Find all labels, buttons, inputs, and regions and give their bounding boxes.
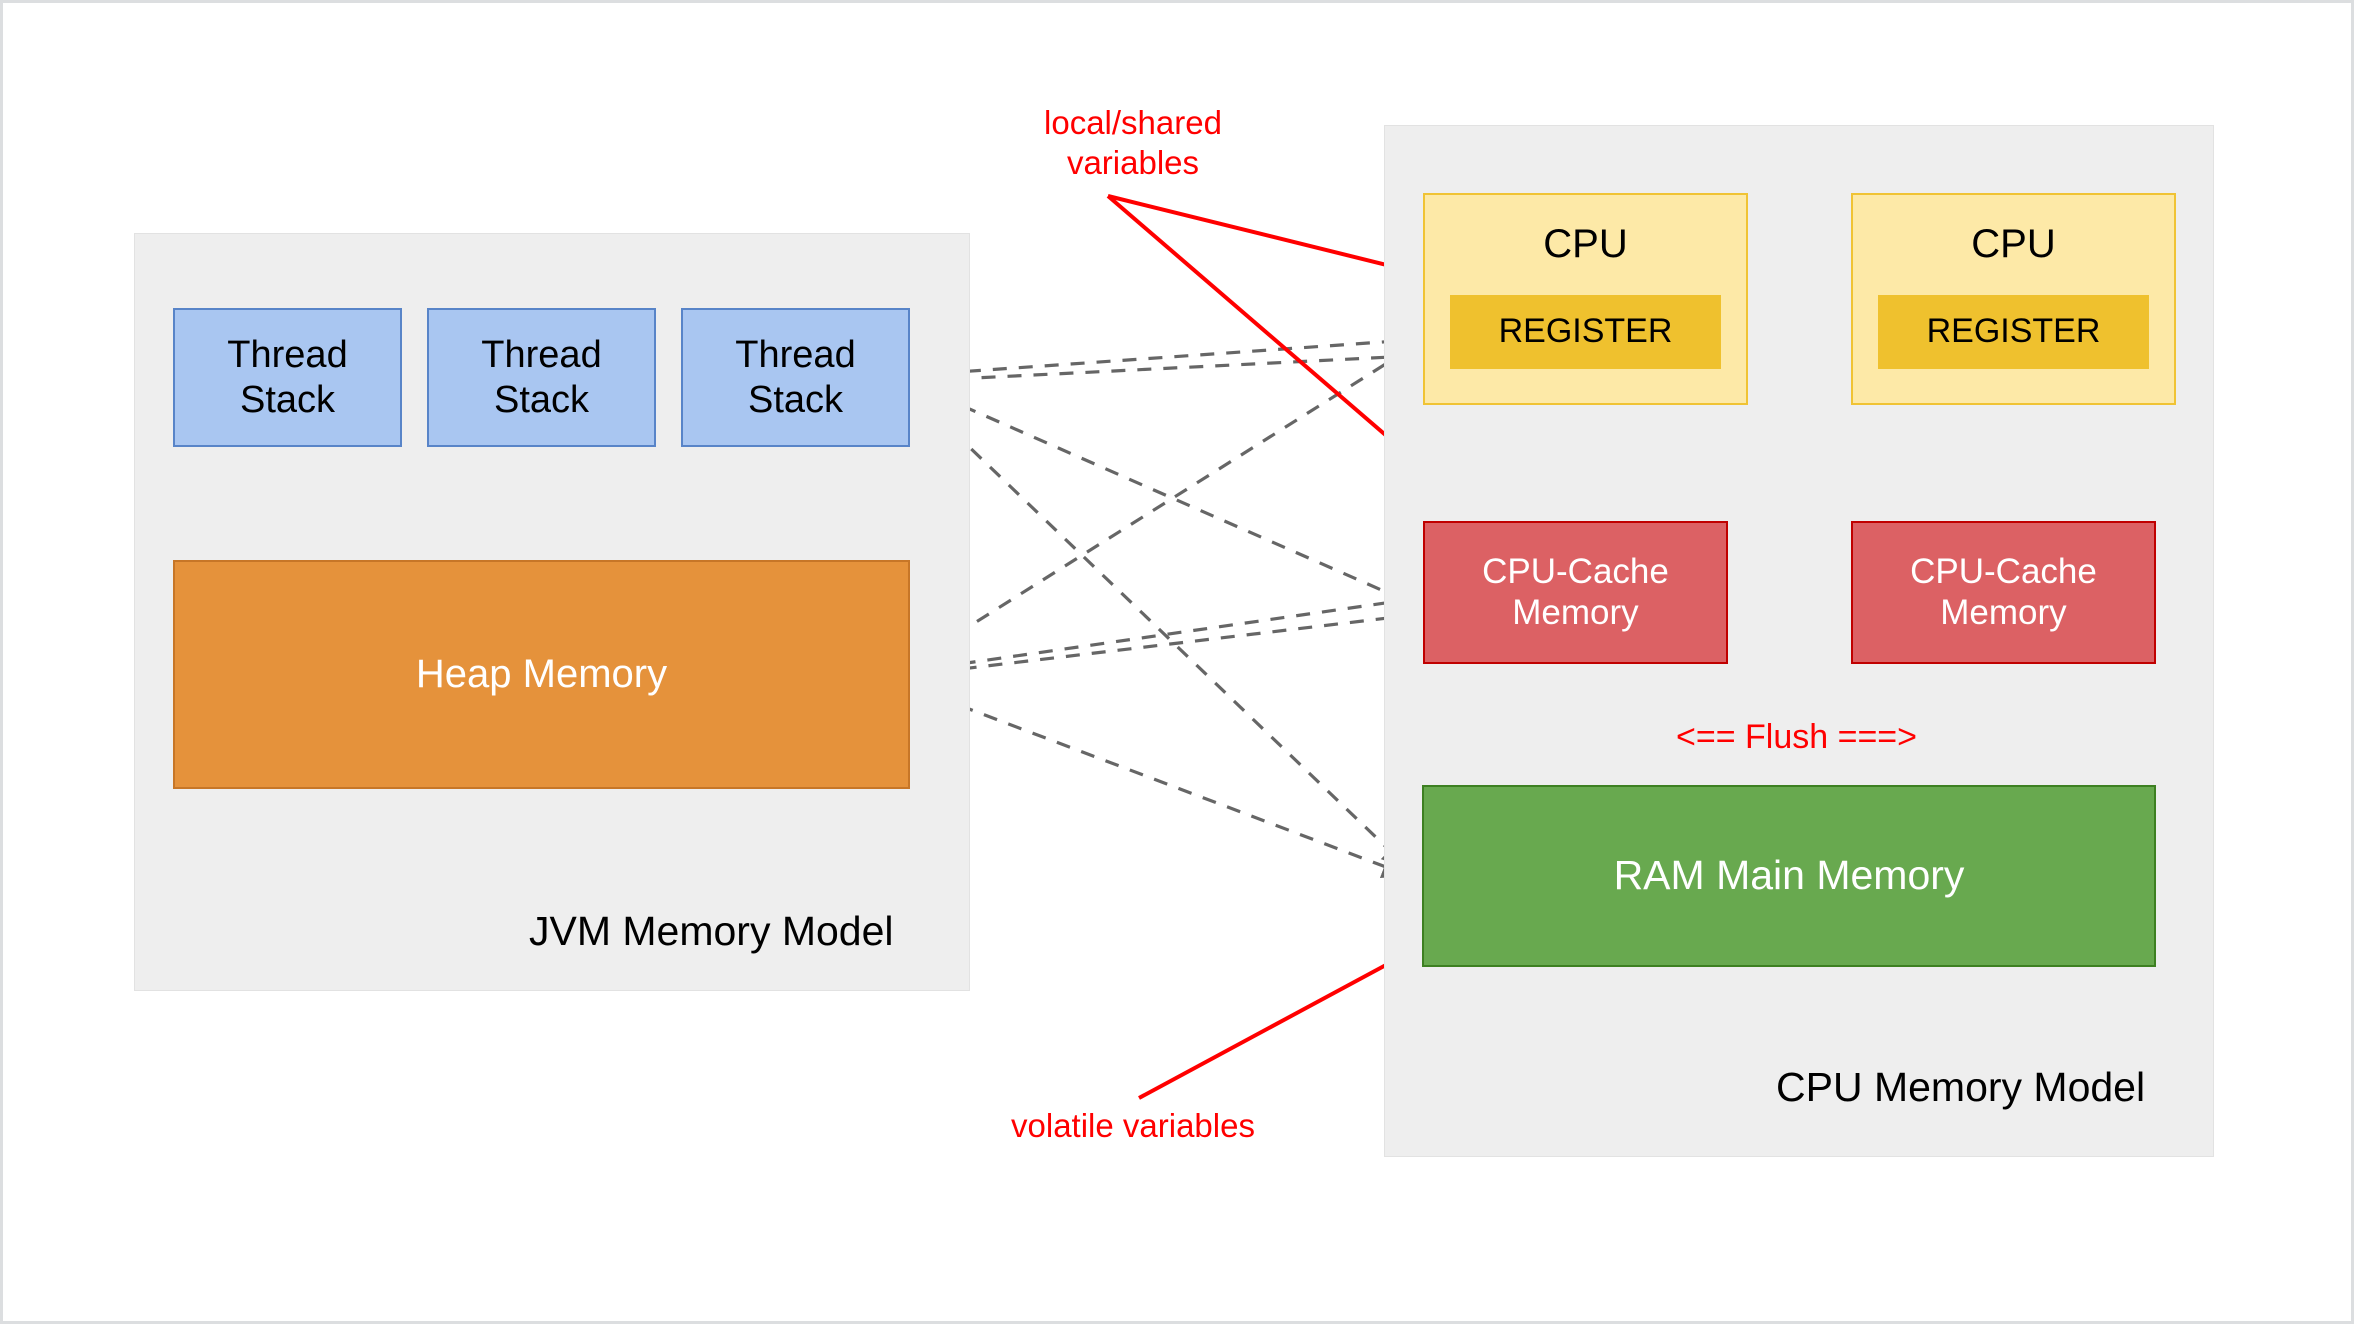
heap-memory-label: Heap Memory [415,652,668,697]
heap-memory-box[interactable]: Heap Memory [173,560,910,789]
cpu-label-1: CPU [1543,222,1628,266]
cpu-memory-model-label: CPU Memory Model [1776,1064,2146,1110]
ram-main-memory-label: RAM Main Memory [1613,852,1965,899]
cpu-cache-label-2: CPU-Cache Memory [1910,551,2097,632]
thread-stack-box-2[interactable]: Thread Stack [427,308,656,447]
thread-stack-box-1[interactable]: Thread Stack [173,308,402,447]
flush-label: <== Flush ===> [1676,718,1918,756]
jvm-memory-model-label: JVM Memory Model [529,908,894,954]
cpu-label-2: CPU [1971,222,2056,266]
register-label-2: REGISTER [1926,312,2101,351]
register-box-2[interactable]: REGISTER [1878,295,2149,369]
thread-stack-label-1: Thread Stack [227,334,348,421]
cpu-cache-box-2[interactable]: CPU-Cache Memory [1851,521,2156,664]
thread-stack-box-3[interactable]: Thread Stack [681,308,910,447]
register-box-1[interactable]: REGISTER [1450,295,1721,369]
cpu-cache-box-1[interactable]: CPU-Cache Memory [1423,521,1728,664]
register-label-1: REGISTER [1498,312,1673,351]
volatile-variables-annotation: volatile variables [1011,1107,1255,1144]
thread-stack-label-2: Thread Stack [481,334,602,421]
ram-main-memory-box[interactable]: RAM Main Memory [1422,785,2156,967]
thread-stack-label-3: Thread Stack [735,334,856,421]
local-shared-variables-annotation: local/shared variables [1044,104,1222,182]
cpu-cache-label-1: CPU-Cache Memory [1482,551,1669,632]
